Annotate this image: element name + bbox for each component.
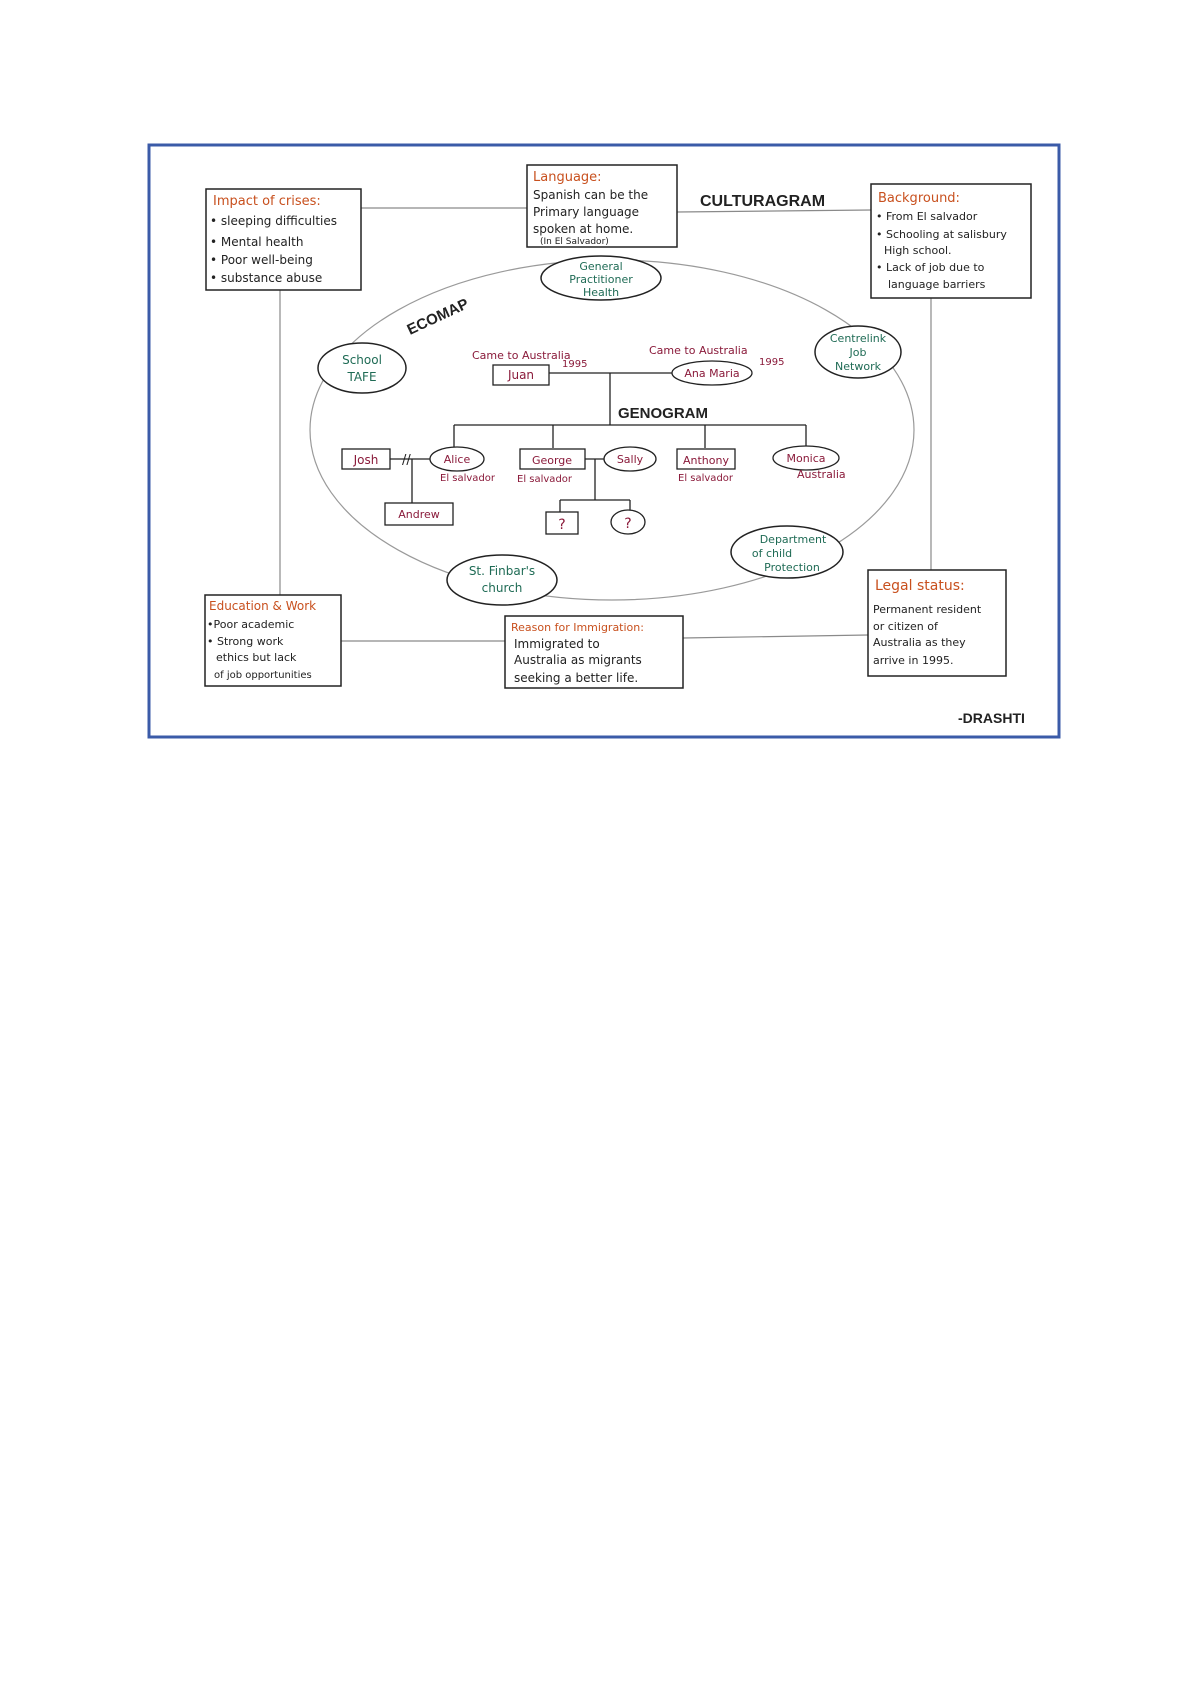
impact-title: Impact of crises: <box>213 194 321 209</box>
impact-box: Impact of crises: • sleeping difficultie… <box>205 188 362 291</box>
unknown2-mark: ? <box>624 516 631 532</box>
school-line: School <box>342 353 382 367</box>
divorce-mark: // <box>402 453 411 468</box>
ecomap-node-centrelink: Centrelink Job Network <box>814 325 902 379</box>
genogram-anthony: Anthony El salvador <box>676 448 736 484</box>
monica-name: Monica <box>786 452 825 465</box>
background-line: • Schooling at salisbury <box>876 228 1007 241</box>
language-title: Language: <box>533 170 602 185</box>
ana-year: 1995 <box>759 357 784 368</box>
education-line: ethics but lack <box>216 651 297 664</box>
language-line: Spanish can be the <box>533 188 648 202</box>
immigration-line: Australia as migrants <box>514 653 642 667</box>
education-box: Education & Work •Poor academic • Strong… <box>204 594 342 687</box>
sally-name: Sally <box>617 453 644 466</box>
dcp-line: Department <box>760 533 827 546</box>
andrew-name: Andrew <box>398 508 440 521</box>
genogram-ana: Came to Australia 1995 Ana Maria <box>649 344 784 386</box>
ecomap-node-gp: General Practitioner Health <box>540 255 662 301</box>
alice-place: El salvador <box>440 473 496 484</box>
genogram-label: GENOGRAM <box>618 405 708 422</box>
education-line: of job opportunities <box>214 670 312 681</box>
legal-line: or citizen of <box>873 620 939 633</box>
ana-note: Came to Australia <box>649 344 748 357</box>
background-title: Background: <box>878 191 960 206</box>
genogram-unknown-child-1: ? <box>545 511 579 535</box>
background-line: High school. <box>884 244 952 257</box>
signature: -DRASHTI <box>958 710 1025 726</box>
ecomap-node-school: School TAFE <box>317 342 407 394</box>
legal-title: Legal status: <box>875 578 965 594</box>
genogram-juan: Came to Australia 1995 Juan <box>472 349 587 386</box>
genogram-andrew: Andrew <box>384 502 454 526</box>
george-name: George <box>532 454 572 467</box>
impact-item: • sleeping difficulties <box>210 214 337 228</box>
ecomap-node-church: St. Finbar's church <box>446 554 558 606</box>
education-title: Education & Work <box>209 599 316 613</box>
church-line: St. Finbar's <box>469 564 535 578</box>
education-line: •Poor academic <box>207 618 294 631</box>
background-box: Background: • From El salvador • Schooli… <box>870 183 1032 299</box>
genogram-monica: Monica Australia <box>772 445 846 481</box>
george-place: El salvador <box>517 474 573 485</box>
gp-line: General <box>579 260 622 273</box>
background-line: • From El salvador <box>876 210 978 223</box>
immigration-line: seeking a better life. <box>514 671 638 685</box>
centrelink-line: Centrelink <box>830 332 887 345</box>
centrelink-line: Job <box>849 346 867 359</box>
monica-place: Australia <box>797 468 846 481</box>
legal-line: Permanent resident <box>873 603 982 616</box>
legal-box: Legal status: Permanent resident or citi… <box>867 569 1007 677</box>
culturagram-connectors <box>279 207 932 642</box>
ana-name: Ana Maria <box>684 367 739 380</box>
language-box: Language: Spanish can be the Primary lan… <box>526 164 678 248</box>
culturagram-label: CULTURAGRAM <box>700 193 825 210</box>
genogram-unknown-child-2: ? <box>610 509 646 535</box>
dcp-line: Protection <box>764 561 820 574</box>
anthony-place: El salvador <box>678 473 734 484</box>
immigration-line: Immigrated to <box>514 637 600 651</box>
ecomap-node-dcp: Department of child Protection <box>730 525 844 579</box>
genogram-lines <box>379 372 807 512</box>
gp-line: Practitioner <box>569 273 633 286</box>
impact-item: • Poor well-being <box>210 253 313 267</box>
school-line: TAFE <box>346 370 376 384</box>
language-line: (In El Salvador) <box>540 237 609 247</box>
church-line: church <box>482 581 523 595</box>
immigration-title: Reason for Immigration: <box>511 621 644 634</box>
gp-line: Health <box>583 286 619 299</box>
juan-name: Juan <box>507 368 534 382</box>
juan-note: Came to Australia <box>472 349 571 362</box>
education-line: • Strong work <box>207 635 284 648</box>
language-line: spoken at home. <box>533 222 633 236</box>
genogram-george: George El salvador <box>517 448 586 485</box>
genogram-josh: Josh <box>341 448 391 470</box>
legal-line: Australia as they <box>873 636 966 649</box>
juan-year: 1995 <box>562 359 587 370</box>
dcp-line: of child <box>752 547 792 560</box>
josh-name: Josh <box>353 453 379 467</box>
impact-item: • substance abuse <box>210 271 322 285</box>
centrelink-line: Network <box>835 360 882 373</box>
anthony-name: Anthony <box>683 454 729 467</box>
language-line: Primary language <box>533 205 639 219</box>
impact-item: • Mental health <box>210 235 303 249</box>
legal-line: arrive in 1995. <box>873 654 953 667</box>
background-line: language barriers <box>888 278 986 291</box>
unknown1-mark: ? <box>558 517 565 533</box>
genogram-sally: Sally <box>603 446 657 472</box>
genogram-alice: Alice El salvador <box>429 446 496 484</box>
immigration-box: Reason for Immigration: Immigrated to Au… <box>504 615 684 689</box>
alice-name: Alice <box>444 453 471 466</box>
background-line: • Lack of job due to <box>876 261 985 274</box>
